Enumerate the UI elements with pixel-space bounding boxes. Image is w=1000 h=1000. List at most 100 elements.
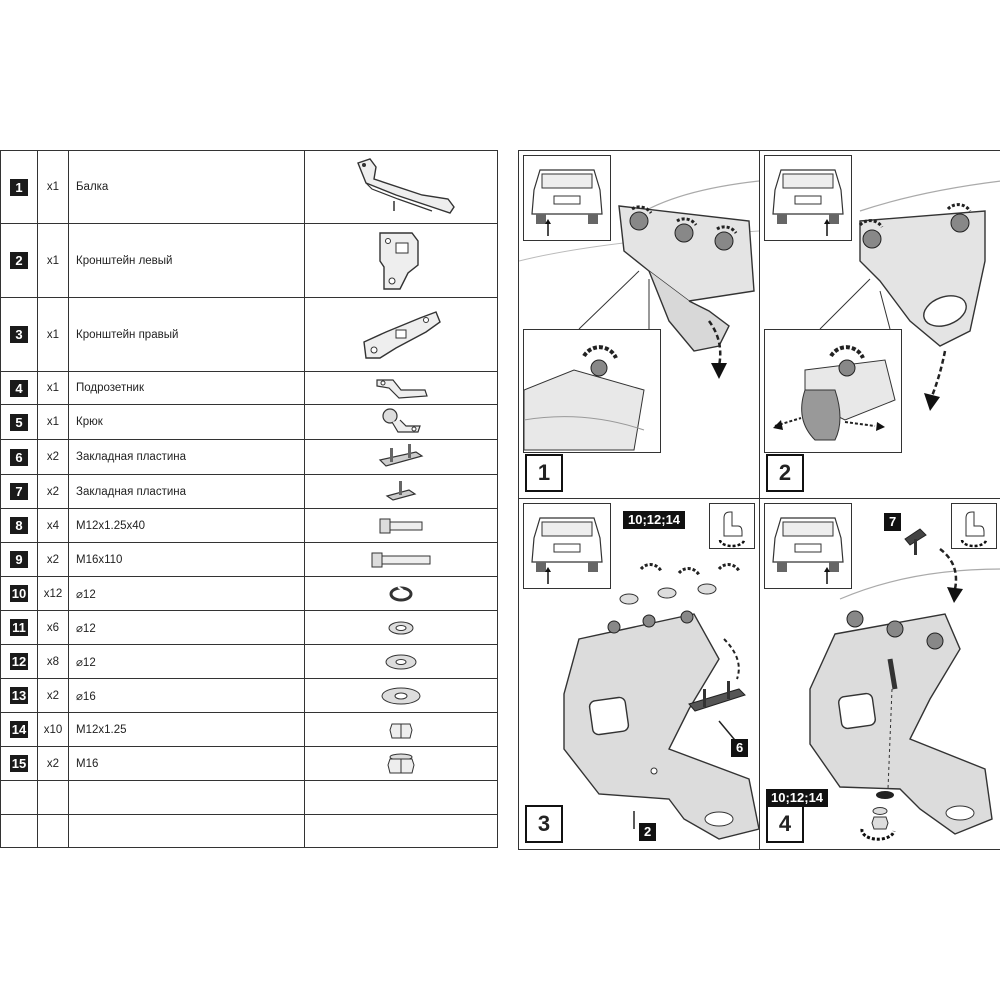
part-quantity: x1 [37, 297, 69, 372]
part-tag: 2 [639, 823, 657, 841]
part-name: M12x1.25 [68, 712, 305, 747]
part-quantity: x1 [37, 223, 69, 298]
insert-plate-single-icon [385, 480, 417, 501]
step-2-panel: 2 [759, 150, 1000, 499]
step-number: 3 [525, 805, 563, 843]
part-number: 15 [10, 755, 28, 772]
car-rear-icon [531, 517, 603, 584]
part-number: 14 [10, 721, 28, 738]
part-number: 12 [10, 653, 28, 670]
hand-tighten-icon [960, 511, 988, 548]
car-rear-view-inset [764, 503, 852, 589]
part-name: ⌀12 [68, 610, 305, 645]
step-number: 1 [525, 454, 563, 492]
part-quantity: x8 [37, 644, 69, 679]
step-4-panel: 7 10;12;14 4 [759, 498, 1000, 850]
part-number: 8 [10, 517, 28, 534]
bolt-short-icon [379, 518, 423, 533]
hand-tighten-icon [718, 511, 746, 548]
parts-list-table: 1 x1 Балка 2 x1 Кронштейн левый 3 x1 [0, 150, 498, 848]
table-row: 12 x8 ⌀12 [0, 644, 498, 679]
step-1-illustration [519, 180, 759, 379]
car-rear-view-inset [523, 155, 611, 241]
part-quantity: x4 [37, 508, 69, 543]
table-row: 14 x10 M12x1.25 [0, 712, 498, 747]
part-quantity: x2 [37, 678, 69, 713]
step-4-illustration [809, 528, 1000, 841]
step-2-illustration [819, 180, 1000, 411]
nut-m16-icon [387, 753, 415, 773]
part-quantity: x2 [37, 474, 69, 509]
part-name: Кронштейн правый [68, 297, 305, 372]
part-number: 10 [10, 585, 28, 602]
table-row: 5 x1 Крюк [0, 404, 498, 440]
insert-plate-double-icon [378, 444, 424, 467]
bolt-long-icon [371, 552, 431, 567]
car-rear-icon [531, 169, 603, 236]
part-quantity: x6 [37, 610, 69, 645]
table-row: 8 x4 M12x1.25x40 [0, 508, 498, 543]
table-row: 1 x1 Балка [0, 150, 498, 224]
step-3-panel: 10;12;14 6 2 3 [518, 498, 760, 850]
table-row: 10 x12 ⌀12 [0, 576, 498, 611]
car-rear-icon [772, 517, 844, 584]
part-name: Закладная пластина [68, 439, 305, 475]
nut-m12-icon [389, 723, 413, 738]
size-tag: 10;12;14 [766, 789, 829, 807]
part-name: ⌀16 [68, 678, 305, 713]
socket-plate-icon [376, 379, 428, 399]
car-rear-icon [772, 169, 844, 236]
part-number: 11 [10, 619, 28, 636]
part-number: 13 [10, 687, 28, 704]
table-row: 2 x1 Кронштейн левый [0, 223, 498, 298]
flat-washer-large-icon [381, 687, 421, 704]
bolt-removal-detail [524, 345, 645, 451]
hand-tighten-inset [951, 503, 997, 549]
table-row: 6 x2 Закладная пластина [0, 439, 498, 475]
bolt-detail-inset [523, 329, 661, 453]
step-number: 4 [766, 805, 804, 843]
part-number: 3 [10, 326, 28, 343]
part-quantity: x12 [37, 576, 69, 611]
part-name: Крюк [68, 404, 305, 440]
left-bracket-icon [379, 231, 419, 290]
table-row: 11 x6 ⌀12 [0, 610, 498, 645]
part-quantity: x1 [37, 404, 69, 440]
step-number: 2 [766, 454, 804, 492]
table-row-empty [0, 780, 498, 815]
table-row-empty [0, 814, 498, 848]
installation-steps: 1 [518, 150, 1000, 850]
car-rear-view-inset [523, 503, 611, 589]
table-row: 7 x2 Закладная пластина [0, 474, 498, 509]
table-row: 9 x2 M16x110 [0, 542, 498, 577]
part-name: Подрозетник [68, 371, 305, 405]
part-name: Кронштейн левый [68, 223, 305, 298]
beam-part-icon [357, 158, 455, 214]
table-row: 4 x1 Подрозетник [0, 371, 498, 405]
rubber-mount-detail-inset [764, 329, 902, 453]
right-bracket-icon [363, 310, 441, 359]
part-name: Закладная пластина [68, 474, 305, 509]
rubber-mount-detail [773, 345, 896, 441]
table-row: 3 x1 Кронштейн правый [0, 297, 498, 372]
part-tag: 6 [731, 739, 749, 757]
part-number: 9 [10, 551, 28, 568]
car-rear-view-inset [764, 155, 852, 241]
part-quantity: x2 [37, 746, 69, 781]
hand-tighten-inset [709, 503, 755, 549]
tow-ball-hook-icon [382, 408, 421, 433]
part-name: M16 [68, 746, 305, 781]
part-number: 1 [10, 178, 28, 196]
table-row: 13 x2 ⌀16 [0, 678, 498, 713]
part-number: 7 [10, 483, 28, 500]
part-tag: 7 [884, 513, 902, 531]
size-tag: 10;12;14 [623, 511, 686, 529]
part-name: Балка [68, 150, 305, 224]
flat-washer-small-icon [388, 621, 414, 634]
spring-washer-icon [389, 585, 413, 601]
part-number: 2 [10, 252, 28, 269]
step-3-illustration [563, 563, 759, 840]
part-name: ⌀12 [68, 644, 305, 679]
part-quantity: x10 [37, 712, 69, 747]
part-quantity: x2 [37, 439, 69, 475]
